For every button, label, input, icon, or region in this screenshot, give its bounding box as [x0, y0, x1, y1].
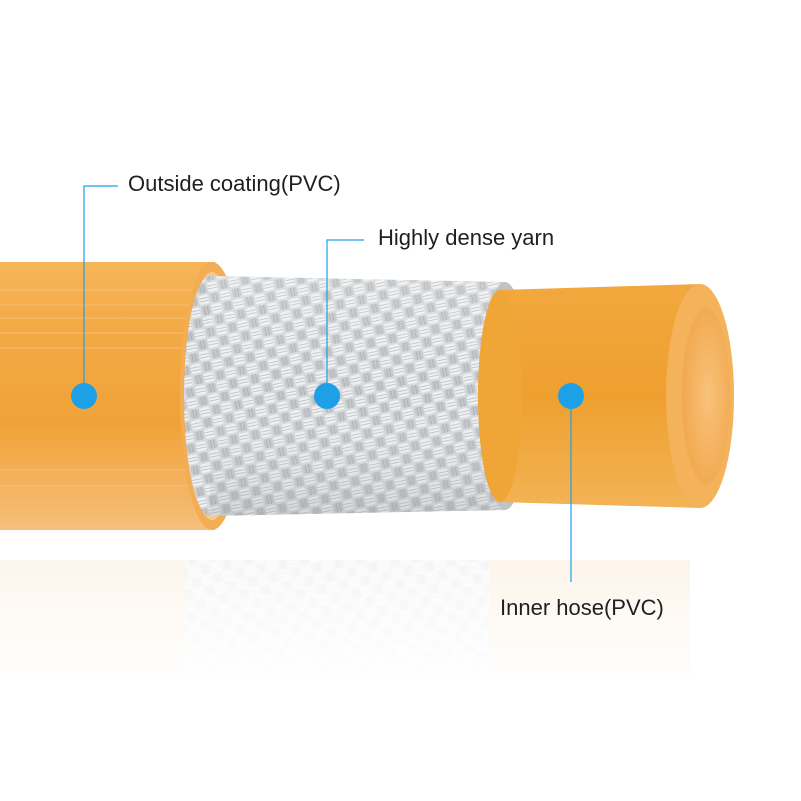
label-inner-hose: Inner hose(PVC): [500, 595, 664, 620]
leader-line-yarn: [326, 239, 364, 396]
braided-yarn-layer: [184, 276, 529, 516]
inner-hose-layer: [478, 284, 734, 508]
marker-dot-inner-hose: [558, 383, 584, 409]
marker-dot-yarn: [314, 383, 340, 409]
marker-dot-outside-coating: [71, 383, 97, 409]
hose-reflection: [0, 555, 801, 685]
label-outside-coating: Outside coating(PVC): [128, 171, 341, 196]
label-highly-dense-yarn: Highly dense yarn: [378, 225, 555, 250]
leader-line-outside-coating: [83, 185, 118, 396]
